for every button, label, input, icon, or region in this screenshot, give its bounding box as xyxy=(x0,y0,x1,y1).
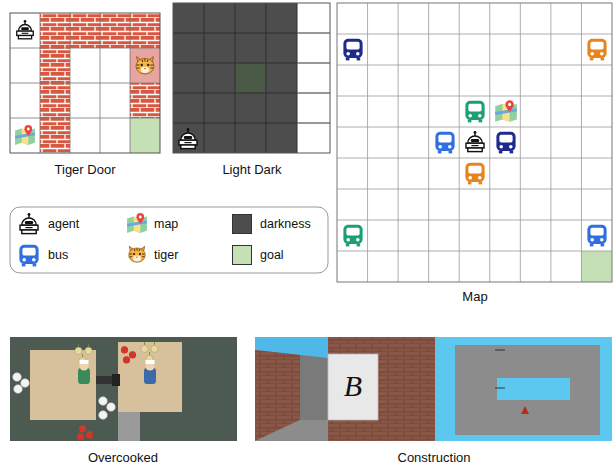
panel-caption: Tiger Door xyxy=(55,163,116,178)
light-dark-grid xyxy=(173,3,330,153)
sign-letter: B xyxy=(344,369,362,404)
legend-swatch xyxy=(232,245,252,265)
panel-caption: Map xyxy=(462,290,487,305)
legend-box xyxy=(10,207,328,273)
construction-screenshot xyxy=(255,337,612,441)
map-grid xyxy=(337,3,612,282)
legend-text: tiger xyxy=(154,248,178,262)
legend-text: map xyxy=(154,217,178,231)
panel-caption: Overcooked xyxy=(88,451,158,466)
legend-text: bus xyxy=(48,248,68,262)
overcooked-screenshot xyxy=(10,337,237,441)
panel-caption: Light Dark xyxy=(222,163,281,178)
panel-caption: Construction xyxy=(398,451,471,466)
legend-text: goal xyxy=(260,248,284,262)
legend-text: agent xyxy=(48,217,79,231)
tiger-door-grid xyxy=(10,13,160,153)
legend-text: darkness xyxy=(260,217,311,231)
legend-swatch xyxy=(232,214,252,234)
